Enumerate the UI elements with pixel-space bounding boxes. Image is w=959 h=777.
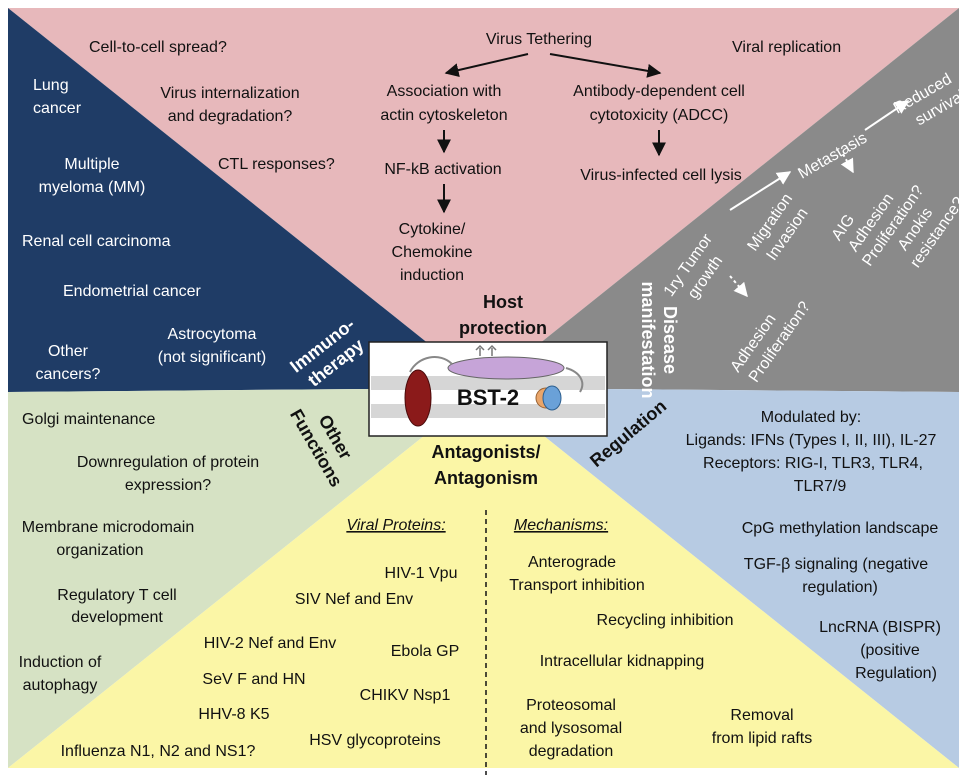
adcc-line1: Antibody-dependent cell <box>573 83 745 100</box>
intracellular-kidnapping: Intracellular kidnapping <box>540 653 705 670</box>
lipid-rafts-line1: Removal <box>730 707 793 724</box>
arrow-metastasis-to-survival <box>864 100 910 131</box>
lncrna-line3: Regulation) <box>855 665 937 682</box>
lung-cancer-line2: cancer <box>33 100 82 117</box>
golgi-maintenance: Golgi maintenance <box>22 411 156 428</box>
hsv-glycoproteins: HSV glycoproteins <box>309 732 441 749</box>
actin-association-line2: actin cytoskeleton <box>380 107 507 124</box>
proteosomal-line1: Proteosomal <box>526 697 616 714</box>
cytokine-line1: Cytokine/ <box>399 221 466 238</box>
bst2-schematic: BST-2 <box>368 341 608 437</box>
hhv8-k5: HHV-8 K5 <box>198 706 269 723</box>
modulated-by: Modulated by: <box>761 409 862 426</box>
raft-domain-icon <box>542 385 562 411</box>
autophagy-line1: Induction of <box>19 654 102 671</box>
bst2-label: BST-2 <box>457 385 519 410</box>
antagonists-sector <box>8 388 959 768</box>
disease-manifestation-sector <box>484 8 959 392</box>
astrocytoma-line1: Astrocytoma <box>168 326 257 343</box>
proteosomal-line2: and lysosomal <box>520 720 622 737</box>
multiple-myeloma-line2: myeloma (MM) <box>39 179 146 196</box>
hiv1-vpu: HIV-1 Vpu <box>385 565 458 582</box>
hiv2-nef-env: HIV-2 Nef and Env <box>204 635 337 652</box>
regulatory-t-cell-line1: Regulatory T cell <box>57 587 176 604</box>
viral-replication: Viral replication <box>732 39 841 56</box>
gpi-linker-icon <box>565 367 584 393</box>
bst2-tm-anchor-icon <box>404 369 432 427</box>
other-cancers-line1: Other <box>48 343 89 360</box>
other-cancers-line2: cancers? <box>36 366 101 383</box>
virus-infected-cell-lysis: Virus-infected cell lysis <box>580 167 742 184</box>
receptors-tlr79: TLR7/9 <box>794 478 847 495</box>
lung-cancer-line1: Lung <box>33 77 69 94</box>
host-protection-title-line1: Host <box>483 292 523 312</box>
virus-internalization-line2: and degradation? <box>168 108 293 125</box>
lipid-rafts-line2: from lipid rafts <box>712 730 812 747</box>
receptors: Receptors: RIG-I, TLR3, TLR4, <box>703 455 923 472</box>
ctl-responses: CTL responses? <box>218 156 335 173</box>
tgf-beta-line1: TGF-β signaling (negative <box>744 556 928 573</box>
tgf-beta-line2: regulation) <box>802 579 878 596</box>
glycosylation-left-icon <box>409 356 453 373</box>
adcc-line2: cytotoxicity (ADCC) <box>590 107 729 124</box>
ebola-gp: Ebola GP <box>391 643 459 660</box>
chikv-nsp1: CHIKV Nsp1 <box>360 687 451 704</box>
autophagy-line2: autophagy <box>23 677 98 694</box>
disease-title-line2: manifestation <box>638 281 658 398</box>
host-protection-title-line2: protection <box>459 318 547 338</box>
arrow-tethering-to-adcc <box>549 53 662 78</box>
sev-f-hn: SeV F and HN <box>202 671 305 688</box>
endometrial-cancer: Endometrial cancer <box>63 283 202 300</box>
cytokine-line3: induction <box>400 267 464 284</box>
downregulation-line2: expression? <box>125 477 211 494</box>
antagonists-title-line1: Antagonists/ <box>431 442 540 462</box>
cpg-methylation: CpG methylation landscape <box>742 520 939 537</box>
siv-nef-env: SIV Nef and Env <box>295 591 413 608</box>
lncrna-line2: (positive <box>860 642 920 659</box>
regulatory-t-cell-line2: development <box>71 609 163 626</box>
arrow-tethering-to-actin <box>444 53 529 77</box>
disease-manifestation-title: Disease manifestation <box>638 281 680 398</box>
lncrna-line1: LncRNA (BISPR) <box>819 619 941 636</box>
nfkb-activation-text: NF-kB activation <box>384 161 501 178</box>
influenza-proteins: Influenza N1, N2 and NS1? <box>61 743 256 760</box>
membrane-microdomain-line2: organization <box>56 542 143 559</box>
glycan-icon <box>475 344 497 356</box>
antagonists-title-line2: Antagonism <box>434 468 538 488</box>
ligands: Ligands: IFNs (Types I, II, III), IL-27 <box>686 432 937 449</box>
host-protection-sector <box>8 8 959 388</box>
virus-internalization-line1: Virus internalization <box>160 85 299 102</box>
membrane-microdomain-line1: Membrane microdomain <box>22 519 195 536</box>
multiple-myeloma-line1: Multiple <box>64 156 119 173</box>
viral-proteins-header: Viral Proteins: <box>346 517 445 534</box>
astrocytoma-line2: (not significant) <box>158 349 267 366</box>
cytokine-line2: Chemokine <box>392 244 473 261</box>
anterograde-line2: Transport inhibition <box>509 577 644 594</box>
arrow-tumor-to-migration <box>729 171 792 211</box>
virus-tethering-text: Virus Tethering <box>486 31 592 48</box>
cell-to-cell-spread: Cell-to-cell spread? <box>89 39 227 56</box>
recycling-inhibition: Recycling inhibition <box>597 612 734 629</box>
actin-association-line1: Association with <box>387 83 502 100</box>
immunotherapy-sector <box>8 8 484 392</box>
bst2-coiled-coil-icon <box>447 356 565 380</box>
proteosomal-line3: degradation <box>529 743 614 760</box>
downregulation-line1: Downregulation of protein <box>77 454 259 471</box>
renal-cell-carcinoma: Renal cell carcinoma <box>22 233 171 250</box>
disease-title-line1: Disease <box>660 306 680 374</box>
mechanisms-header: Mechanisms: <box>514 517 608 534</box>
anterograde-line1: Anterograde <box>528 554 616 571</box>
arrow-tumor-to-adhesion <box>729 275 748 298</box>
